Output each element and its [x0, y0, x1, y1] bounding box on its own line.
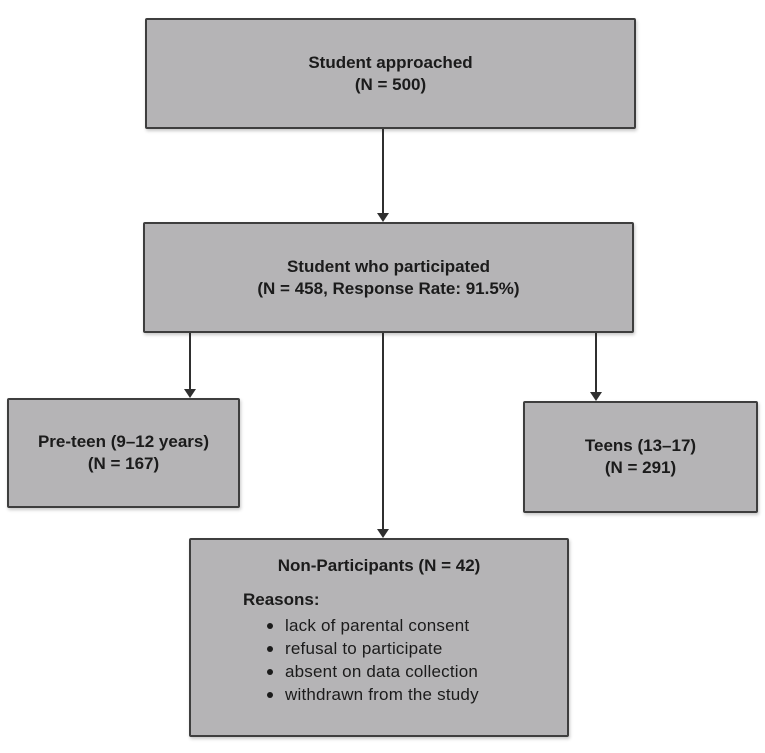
- node-preteen: Pre-teen (9–12 years) (N = 167): [7, 398, 240, 508]
- node-teens-count: (N = 291): [604, 458, 677, 477]
- node-teens-title: Teens (13–17): [584, 436, 697, 455]
- reason-item: lack of parental consent: [265, 614, 567, 637]
- reason-item: withdrawn from the study: [265, 683, 567, 706]
- arrow-participated-to-teens-line: [595, 333, 597, 393]
- node-student-approached: Student approached (N = 500): [145, 18, 636, 129]
- node-teens: Teens (13–17) (N = 291): [523, 401, 758, 513]
- node-non-participants: Non-Participants (N = 42) Reasons: lack …: [189, 538, 569, 737]
- reason-item: refusal to participate: [265, 637, 567, 660]
- non-participants-reasons-label: Reasons:: [243, 590, 320, 609]
- node-student-approached-title: Student approached: [308, 52, 473, 72]
- node-student-approached-count: (N = 500): [354, 74, 427, 94]
- node-preteen-title: Pre-teen (9–12 years): [37, 432, 210, 451]
- node-student-participated-count: (N = 458, Response Rate: 91.5%): [257, 278, 520, 298]
- arrow-down-icon: [184, 389, 196, 398]
- arrow-down-icon: [590, 392, 602, 401]
- arrow-down-icon: [377, 213, 389, 222]
- arrow-down-icon: [377, 529, 389, 538]
- arrow-participated-to-nonparticipants-line: [382, 333, 384, 530]
- arrow-approached-to-participated-line: [382, 129, 384, 214]
- node-student-participated: Student who participated (N = 458, Respo…: [143, 222, 634, 333]
- arrow-participated-to-preteen-line: [189, 333, 191, 390]
- reason-item: absent on data collection: [265, 660, 567, 683]
- node-student-participated-title: Student who participated: [286, 256, 491, 276]
- node-non-participants-title: Non-Participants (N = 42): [277, 556, 481, 575]
- non-participants-reasons-list: lack of parental consent refusal to part…: [265, 614, 567, 706]
- node-preteen-count: (N = 167): [87, 454, 160, 473]
